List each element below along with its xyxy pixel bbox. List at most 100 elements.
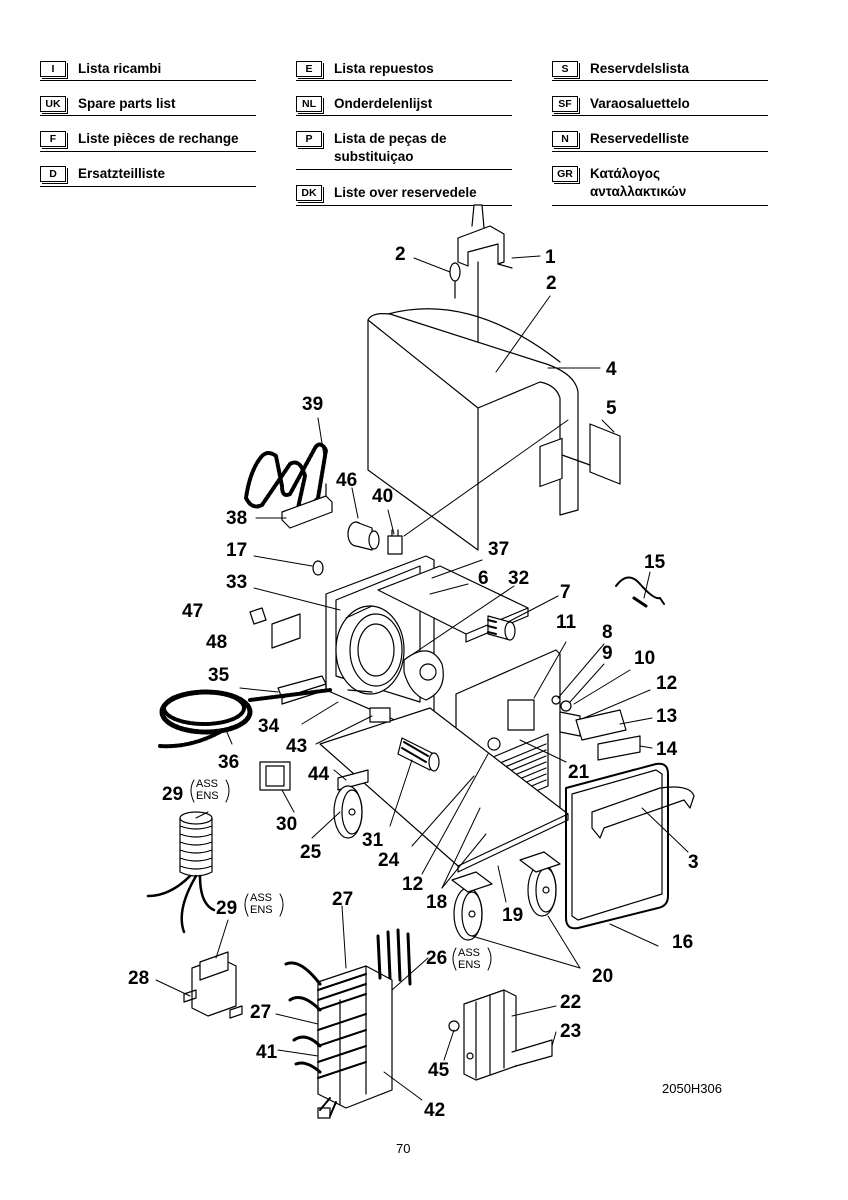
callout-15: 15: [644, 552, 666, 573]
callout-18: 18: [426, 892, 447, 913]
svg-text:ENS: ENS: [458, 959, 481, 971]
assembly-note: ASS ENS: [250, 892, 273, 916]
callout-1: 1: [545, 247, 556, 268]
side-plate: [561, 423, 621, 485]
callout-4: 4: [606, 359, 617, 380]
callout-8: 8: [602, 622, 613, 643]
legend-label: Lista de peças de substituiçao: [334, 131, 447, 164]
callout-45: 45: [428, 1060, 450, 1081]
output-cable-coil: [146, 811, 216, 934]
callout-19: 19: [502, 905, 523, 926]
bracket: [337, 769, 369, 791]
callout-46: 46: [336, 470, 357, 491]
callout-40: 40: [372, 486, 393, 507]
callout-28: 28: [128, 968, 149, 989]
svg-text:ASS: ASS: [250, 892, 272, 904]
fan: [335, 605, 444, 701]
callout-13: 13: [656, 706, 677, 727]
divider: [552, 151, 768, 152]
callout-35: 35: [208, 665, 230, 686]
callout-11: 11: [556, 612, 577, 633]
callout-43: 43: [286, 736, 307, 757]
callout-2: 2: [395, 244, 406, 265]
legend-label: Reservedelliste: [590, 131, 690, 146]
callout-6: 6: [478, 568, 489, 589]
legend-label: Onderdelenlijst: [334, 96, 433, 111]
legend-item-p: P Lista de peças de substituiçao: [296, 130, 494, 166]
divider: [40, 186, 256, 187]
divider: [552, 115, 768, 116]
divider: [552, 80, 768, 81]
legend-label: Liste pièces de rechange: [78, 131, 239, 146]
coiled-cable: [158, 688, 332, 749]
callout-42: 42: [424, 1100, 445, 1121]
callout-47: 47: [182, 601, 203, 622]
callout-36: 36: [218, 752, 239, 773]
callout-26: 26: [426, 948, 447, 969]
callout-21: 21: [568, 762, 590, 783]
page-number: 70: [396, 1141, 411, 1156]
callout-12: 12: [402, 874, 423, 895]
callout-24: 24: [378, 850, 400, 871]
auxiliary-transformer: [183, 951, 243, 1019]
callout-3: 3: [688, 852, 699, 873]
callout-38: 38: [226, 508, 247, 529]
legend-item-gr: GR Κατάλογος ανταλλακτικών: [552, 165, 710, 201]
callout-20: 20: [592, 966, 613, 987]
legend-label: Ersatzteilliste: [78, 166, 166, 181]
cable-gland: [347, 521, 380, 551]
divider: [296, 169, 512, 170]
callout-17: 17: [226, 540, 247, 561]
callout-29: 29: [162, 784, 183, 805]
callout-22: 22: [560, 992, 581, 1013]
callout-25: 25: [300, 842, 322, 863]
terminal-strip: [369, 707, 391, 723]
legend-item-sf: SF Varaosaluettelo: [552, 95, 690, 114]
callout-44: 44: [308, 764, 330, 785]
callout-10: 10: [634, 648, 655, 669]
callout-2: 2: [546, 273, 557, 294]
divider: [552, 205, 768, 206]
svg-text:ENS: ENS: [250, 904, 273, 916]
knob: [249, 607, 267, 625]
svg-text:ASS: ASS: [196, 778, 218, 790]
small-components: [551, 695, 641, 761]
legend-label: Κατάλογος ανταλλακτικών: [590, 166, 687, 199]
legend-label: Varaosaluettelo: [590, 96, 690, 111]
callout-41: 41: [256, 1042, 278, 1063]
svg-text:ASS: ASS: [458, 947, 480, 959]
switch: [312, 560, 324, 576]
callout-29: 29: [216, 898, 237, 919]
legend-label: Reservdelslista: [590, 61, 690, 76]
chain-bracket: [281, 483, 333, 529]
resistor: [487, 615, 516, 641]
callout-31: 31: [362, 830, 384, 851]
handle: [591, 786, 695, 839]
legend-item-nl: NL Onderdelenlijst: [296, 95, 433, 114]
legend-label: Spare parts list: [78, 96, 176, 111]
assembly-note: ASS ENS: [196, 778, 219, 802]
divider: [296, 205, 512, 206]
callout-numbers: 1 2 2 3 4 5 6 7 8 9 10 11 12 12 13 14 15…: [128, 244, 699, 1121]
callout-27: 27: [332, 889, 353, 910]
callout-14: 14: [656, 739, 678, 760]
divider: [40, 80, 256, 81]
callout-9: 9: [602, 643, 613, 664]
power-resistor: [397, 737, 440, 772]
mounting-plate: [271, 613, 301, 649]
divider: [296, 115, 512, 116]
divider: [296, 80, 512, 81]
callout-32: 32: [508, 568, 529, 589]
callout-39: 39: [302, 394, 323, 415]
terminal-block: [387, 529, 403, 555]
legend-label: Lista repuestos: [334, 61, 434, 76]
leader-lines: [155, 255, 689, 1101]
wheel: [333, 785, 561, 941]
callout-23: 23: [560, 1021, 581, 1042]
main-transformer: [284, 928, 412, 1119]
assembly-note: ASS ENS: [458, 947, 481, 971]
callout-5: 5: [606, 398, 617, 419]
legend-label: Lista ricambi: [78, 61, 162, 76]
cover-panel: [367, 308, 579, 551]
